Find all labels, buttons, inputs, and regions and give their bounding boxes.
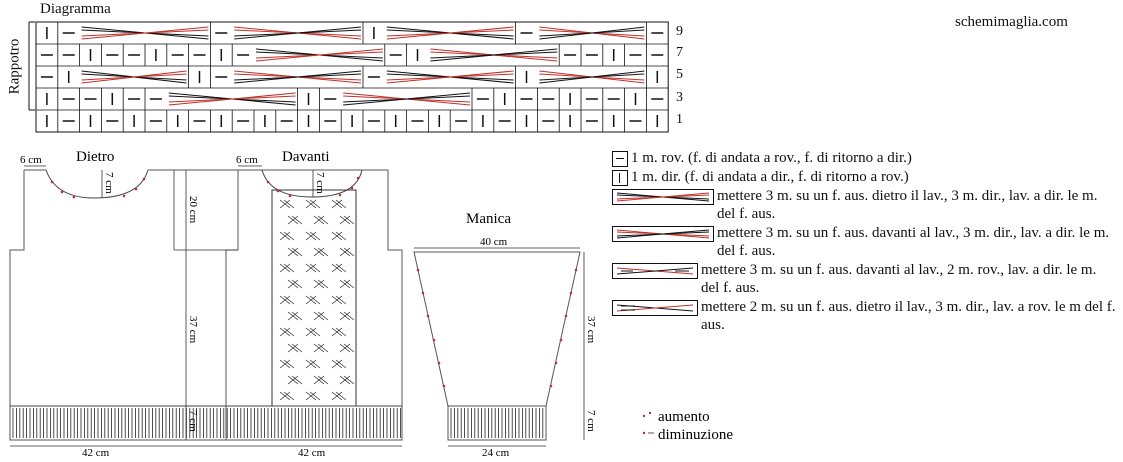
back-neck-depth-label: 7 cm: [103, 172, 115, 194]
back-width-label: 42 cm: [82, 447, 110, 459]
row-number-7: 7: [676, 45, 683, 60]
cable-back-icon: [612, 189, 714, 205]
back-rib-label: 7 cm: [187, 410, 199, 432]
sleeve-dimensions: [414, 247, 585, 447]
row-number-9: 9: [676, 24, 683, 39]
purl-icon: [612, 151, 628, 167]
legend-item-cable-3-3-back: mettere 3 m. su un f. aus. dietro il lav…: [612, 187, 1117, 223]
front-title: Davanti: [282, 149, 329, 165]
legend-item-cable-3-2-front: mettere 3 m. su un f. aus. davanti al la…: [612, 261, 1117, 297]
knit-icon: [612, 170, 628, 186]
cable-purl-front-icon: [612, 263, 698, 279]
front-cable-panel: [279, 199, 355, 401]
front-piece: [225, 169, 402, 441]
cable-purl-back-icon: [612, 300, 698, 316]
front-width-label: 42 cm: [298, 447, 326, 459]
sleeve-piece: [413, 251, 581, 441]
back-title: Dietro: [76, 149, 114, 165]
front-dimensions: [226, 165, 402, 447]
cable-front-icon: [612, 226, 714, 242]
legend: 1 m. rov. (f. di andata a rov., f. di ri…: [612, 149, 1117, 335]
back-piece: [9, 169, 403, 441]
sleeve-rib-label: 7 cm: [585, 410, 597, 432]
front-neck-width-label: 6 cm: [236, 154, 258, 166]
back-neck-width-label: 6 cm: [20, 154, 42, 166]
site-name: schemimaglia.com: [955, 14, 1068, 30]
decrease-label: diminuzione: [658, 427, 733, 443]
stitch-chart: [35, 21, 669, 133]
increase-mark: [642, 411, 652, 418]
increase-label: aumento: [658, 409, 710, 425]
decrease-mark: [642, 431, 654, 435]
legend-item-purl: 1 m. rov. (f. di andata a rov., f. di ri…: [612, 149, 1117, 167]
sleeve-marks: [416, 268, 578, 388]
armhole-label: 20 cm: [187, 196, 199, 224]
sleeve-ribbing: [450, 408, 544, 438]
legend-item-cable-3-3-front: mettere 3 m. su un f. aus. davanti al la…: [612, 224, 1117, 260]
sleeve-top-label: 40 cm: [480, 236, 508, 248]
legend-item-knit: 1 m. dir. (f. di andata a dir., f. di ri…: [612, 168, 1117, 186]
legend-item-cable-2-3-back: mettere 2 m. su un f. aus. dietro il lav…: [612, 298, 1117, 334]
sleeve-length-label: 37 cm: [585, 316, 597, 344]
sleeve-bottom-label: 24 cm: [482, 447, 510, 459]
body-length-label: 37 cm: [187, 316, 199, 344]
body-ribbing: [12, 408, 402, 438]
sleeve-title: Manica: [466, 211, 511, 227]
row-number-1: 1: [676, 112, 683, 127]
front-neck-marks: [266, 176, 360, 198]
row-number-3: 3: [676, 90, 683, 105]
back-neck-marks: [50, 177, 146, 199]
diagram-title: Diagramma: [40, 1, 111, 17]
row-number-5: 5: [676, 67, 683, 82]
back-dimensions: [10, 165, 238, 447]
front-neck-depth-label: 7 cm: [314, 172, 326, 194]
